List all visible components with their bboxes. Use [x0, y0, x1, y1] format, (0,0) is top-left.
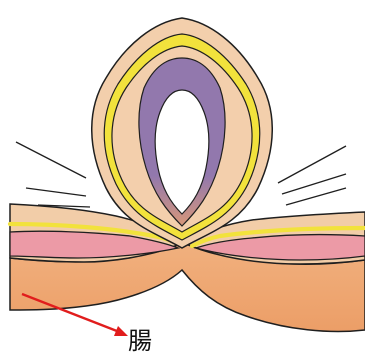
outer-loop — [92, 18, 273, 248]
label-arrow-head — [114, 326, 128, 336]
intestine-label: 腸 — [128, 327, 152, 355]
left-motion-line-1 — [16, 142, 86, 178]
left-motion-line-2 — [26, 188, 86, 196]
